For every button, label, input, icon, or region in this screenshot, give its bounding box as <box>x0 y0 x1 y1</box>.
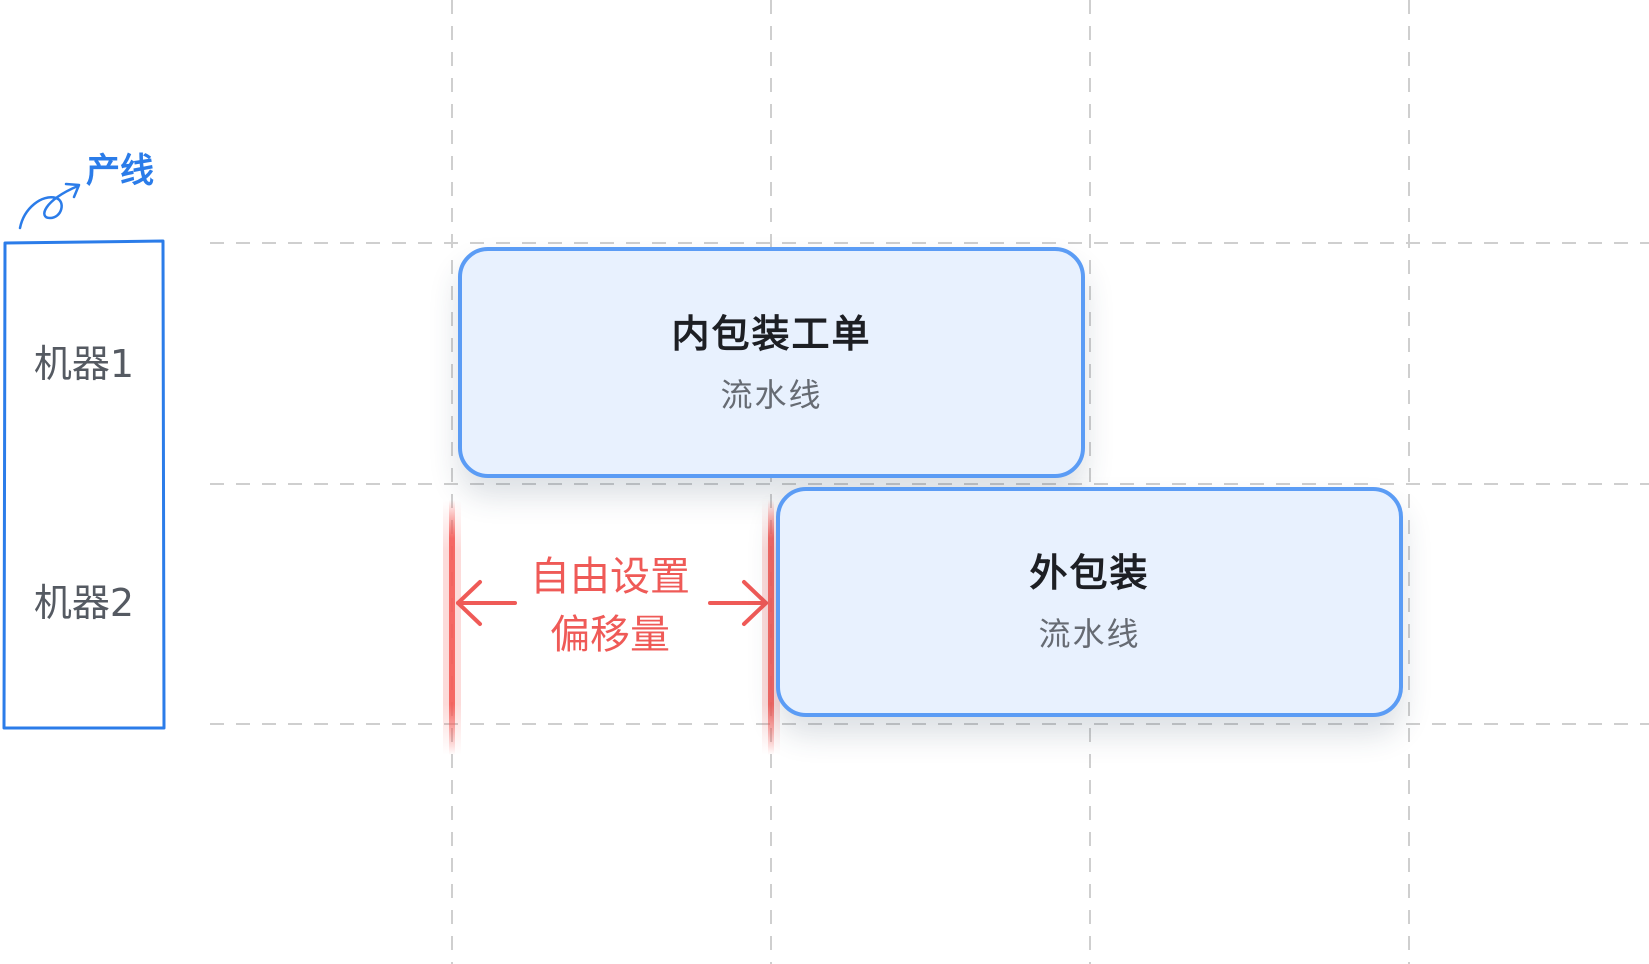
machine-label-2: 机器2 <box>33 581 135 625</box>
line-label-curly-arrow <box>18 184 80 230</box>
machine-label-1: 机器1 <box>33 342 135 386</box>
task-title: 外包装 <box>1029 551 1150 595</box>
production-line-label: 产线 <box>86 151 154 191</box>
production-line-outline <box>2 239 166 730</box>
offset-annotation-line2: 偏移量 <box>550 612 670 658</box>
task-subtitle: 流水线 <box>1038 615 1141 653</box>
line-label-arrowhead <box>64 182 81 199</box>
task-title: 内包装工单 <box>671 311 872 356</box>
offset-arrow-right <box>708 580 768 626</box>
offset-annotation: 自由设置 偏移量 <box>510 548 710 664</box>
offset-marker-left <box>449 500 455 755</box>
task-subtitle: 流水线 <box>720 375 823 414</box>
offset-arrow-left <box>456 580 517 626</box>
task-card-inner-packaging[interactable]: 内包装工单 流水线 <box>458 247 1085 478</box>
task-card-outer-packaging[interactable]: 外包装 流水线 <box>776 487 1403 717</box>
offset-marker-right <box>768 500 774 755</box>
vertical-grid-lines <box>451 0 1410 964</box>
offset-annotation-line1: 自由设置 <box>530 554 690 600</box>
